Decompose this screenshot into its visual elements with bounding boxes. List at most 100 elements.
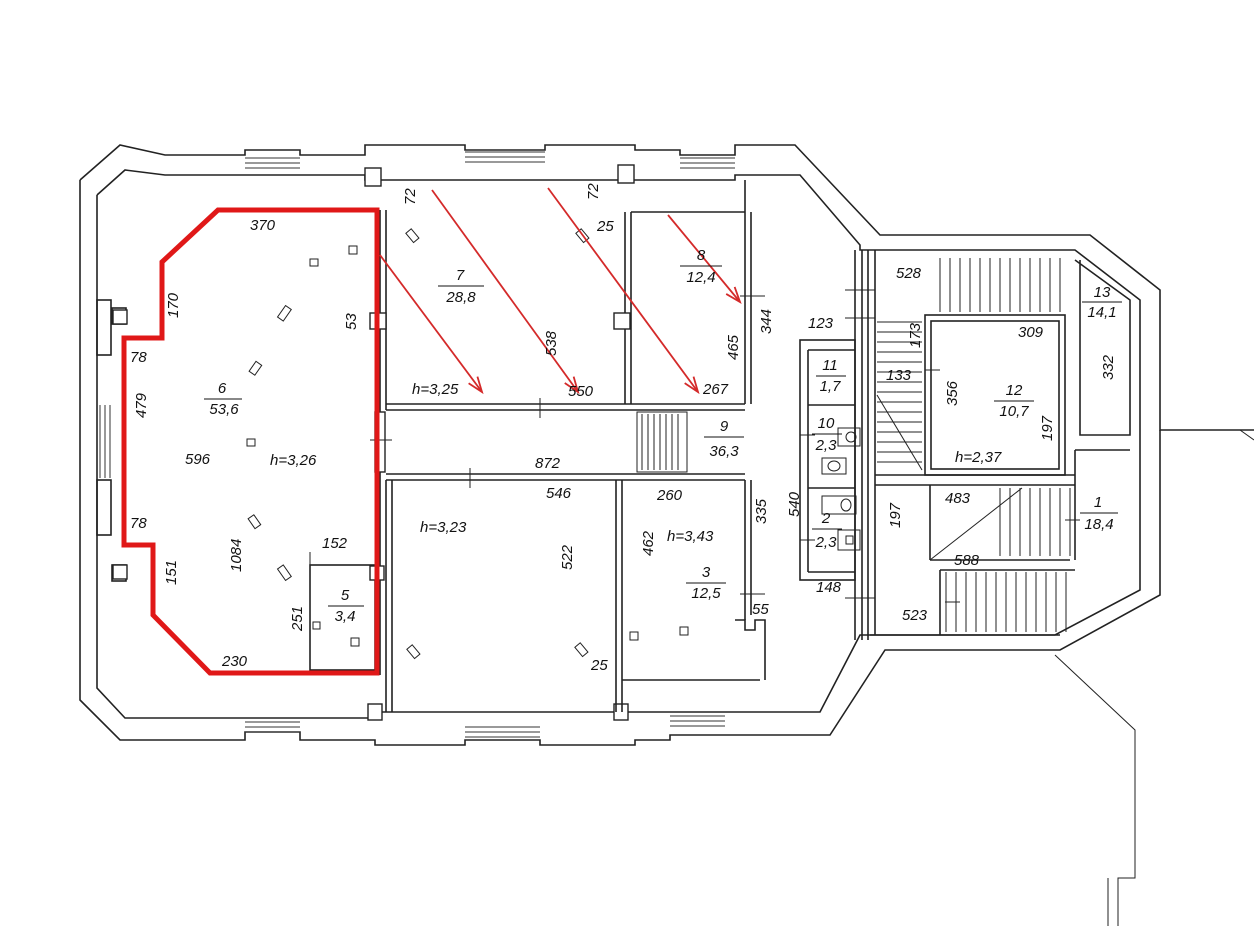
dim-55: 55	[752, 601, 769, 618]
room-6-number: 6	[218, 380, 227, 397]
room-12-area: 10,7	[999, 403, 1029, 420]
dim-309: 309	[1018, 324, 1044, 341]
room-11-number: 11	[822, 357, 838, 374]
dim-72-left: 72	[402, 188, 419, 205]
room-1-area: 18,4	[1084, 516, 1113, 533]
dim-540: 540	[786, 491, 803, 517]
column	[112, 309, 128, 325]
stair-tread	[876, 394, 923, 471]
columns	[112, 228, 861, 660]
dim-462: 462	[640, 530, 657, 556]
arrow-head	[725, 286, 742, 305]
dim-151: 151	[163, 560, 180, 585]
dim-483: 483	[945, 490, 971, 507]
dim-332: 332	[1100, 354, 1117, 380]
dim-344: 344	[758, 309, 775, 334]
room-3-label: 3 12,5	[686, 564, 726, 602]
dim-251: 251	[289, 606, 306, 632]
arrow-head	[564, 376, 580, 395]
room-7-number: 7	[456, 267, 465, 284]
highlighted-room-outline	[121, 207, 380, 676]
dim-465: 465	[725, 334, 742, 360]
direction-arrows	[379, 187, 742, 395]
dim-133: 133	[886, 367, 912, 384]
interior-walls	[309, 180, 1131, 712]
stair-tread	[929, 487, 1023, 561]
dim-170: 170	[165, 292, 182, 318]
dim-197-top: 197	[1039, 415, 1056, 441]
bottom-room-height: h=3,23	[420, 519, 467, 536]
room-5-number: 5	[341, 587, 350, 604]
arrow-head	[468, 376, 484, 395]
room-6-area: 53,6	[209, 401, 239, 418]
dim-152: 152	[322, 535, 348, 552]
dim-335: 335	[753, 498, 770, 524]
room-9-area: 36,3	[709, 443, 739, 460]
dim-596: 596	[185, 451, 211, 468]
arrow-shaft	[431, 189, 579, 393]
room-7-area: 28,8	[445, 289, 476, 306]
dim-230: 230	[221, 653, 248, 670]
room-2-area: 2,3	[815, 534, 838, 551]
room-2-number: 2	[821, 510, 831, 527]
room-7-label: 7 28,8	[438, 267, 484, 306]
room-9-number: 9	[720, 418, 729, 435]
room-2-label: 2 2,3	[812, 510, 842, 551]
room-11-label: 11 1,7	[816, 357, 846, 395]
room-12-height: h=2,37	[955, 449, 1002, 466]
room-12-number: 12	[1006, 382, 1023, 399]
dim-538: 538	[543, 330, 560, 356]
dim-25-top: 25	[596, 218, 614, 235]
dim-78-bottom: 78	[130, 515, 147, 532]
dim-356: 356	[944, 380, 961, 406]
windows	[99, 151, 735, 738]
room-8-label: 8 12,4	[680, 247, 722, 286]
dimension-ticks	[309, 289, 1080, 603]
room-12-label: 12 10,7	[994, 382, 1034, 420]
dim-197-bottom: 197	[887, 502, 904, 528]
dim-53: 53	[343, 313, 360, 330]
room-3-height: h=3,43	[667, 528, 714, 545]
room-5-area: 3,4	[335, 608, 356, 625]
room-6-height: h=3,26	[270, 452, 317, 469]
arrow-head	[684, 376, 700, 395]
dim-260: 260	[656, 487, 683, 504]
room-11-area: 1,7	[820, 378, 842, 395]
room-10-number: 10	[818, 415, 835, 432]
column	[112, 564, 128, 580]
dim-173: 173	[907, 322, 924, 348]
room-8-number: 8	[697, 247, 706, 264]
arrow-shaft	[379, 254, 483, 393]
dim-550: 550	[568, 383, 594, 400]
dim-370: 370	[250, 217, 276, 234]
room-1-label: 1 18,4	[1080, 494, 1118, 533]
dim-148: 148	[816, 579, 842, 596]
dim-72-right: 72	[585, 183, 602, 200]
dim-25-bottom: 25	[590, 657, 608, 674]
ceiling-heights: h=3,26 h=3,25 h=3,23 h=3,43 h=2,37	[270, 381, 1002, 545]
room-10-label: 10 2,3	[812, 415, 842, 454]
room-3-area: 12,5	[691, 585, 721, 602]
dim-78-top: 78	[130, 349, 147, 366]
room-5-label: 5 3,4	[328, 587, 364, 625]
room-8-area: 12,4	[686, 269, 715, 286]
dim-872: 872	[535, 455, 561, 472]
dim-1084: 1084	[228, 539, 245, 572]
room-13-label: 13 14,1	[1082, 284, 1122, 321]
room-3-number: 3	[702, 564, 711, 581]
dim-522: 522	[559, 544, 576, 570]
room-7-height: h=3,25	[412, 381, 459, 398]
room-13-area: 14,1	[1087, 304, 1116, 321]
dim-267: 267	[702, 381, 729, 398]
dimensions: 370 170 78 479 596 78 1084 151 230 152 2…	[130, 183, 1117, 674]
dim-546: 546	[546, 485, 572, 502]
dim-479: 479	[133, 392, 150, 418]
room-10-area: 2,3	[815, 437, 838, 454]
arrow-shaft	[547, 187, 699, 393]
dim-523: 523	[902, 607, 928, 624]
stair-treads	[641, 258, 1071, 632]
column	[613, 312, 631, 330]
arrow-shaft	[667, 214, 741, 303]
dim-588: 588	[954, 552, 980, 569]
